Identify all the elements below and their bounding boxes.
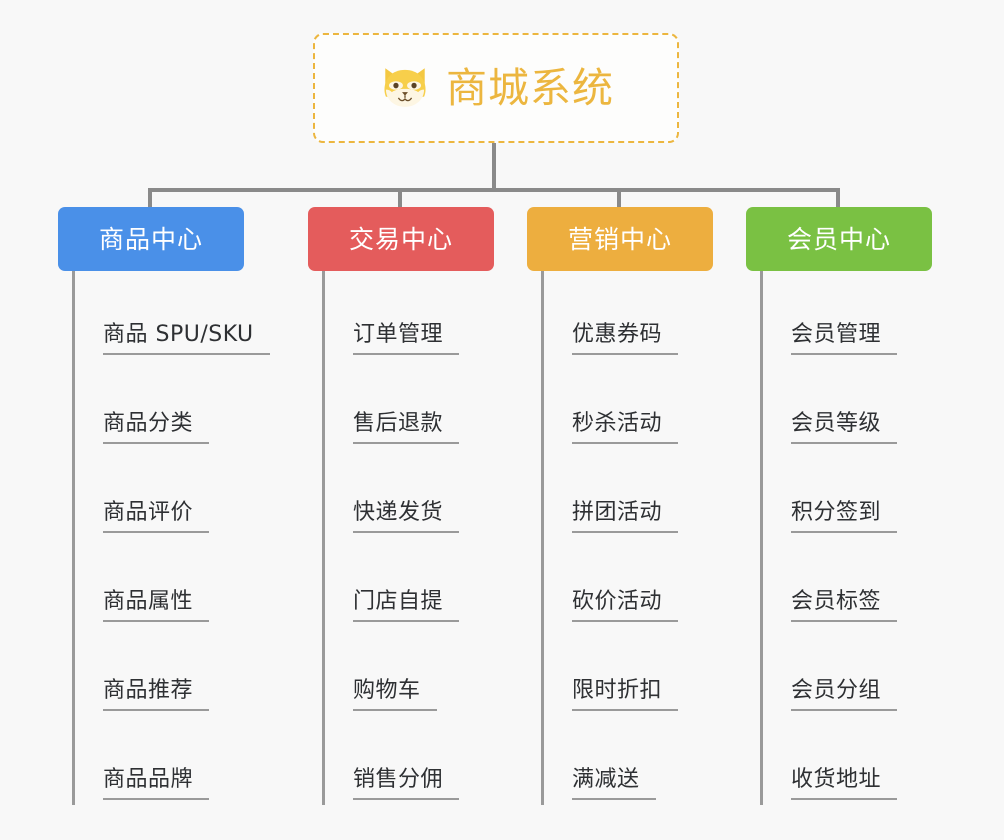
leaf-label: 购物车: [353, 678, 437, 711]
leaf-list-2: 订单管理 售后退款 快递发货 门店自提 购物车 销售分佣: [322, 271, 494, 805]
leaf-list-1: 商品 SPU/SKU 商品分类 商品评价 商品属性 商品推荐 商品品牌: [72, 271, 270, 805]
leaf-label: 积分签到: [791, 500, 898, 533]
category-header-4[interactable]: 会员中心: [746, 207, 932, 271]
list-item[interactable]: 会员等级: [763, 360, 932, 449]
list-item[interactable]: 积分签到: [763, 449, 932, 538]
leaf-list-4: 会员管理 会员等级 积分签到 会员标签 会员分组 收货地址: [760, 271, 932, 805]
leaf-label: 砍价活动: [572, 589, 679, 622]
list-item[interactable]: 会员管理: [763, 271, 932, 360]
list-item[interactable]: 商品属性: [75, 538, 244, 627]
leaf-label: 满减送: [572, 767, 656, 800]
list-item[interactable]: 秒杀活动: [544, 360, 713, 449]
leaf-label: 会员标签: [791, 589, 898, 622]
category-header-2-label: 交易中心: [348, 224, 453, 254]
list-item[interactable]: 商品 SPU/SKU: [75, 271, 270, 360]
leaf-label: 商品属性: [103, 589, 210, 622]
leaf-label: 优惠券码: [572, 322, 679, 355]
category-column-1: 商品中心 商品 SPU/SKU 商品分类 商品评价 商品属性 商品推荐 商品品牌: [58, 207, 270, 805]
leaf-label: 商品评价: [103, 500, 210, 533]
category-column-4: 会员中心 会员管理 会员等级 积分签到 会员标签 会员分组 收货地址: [746, 207, 932, 805]
leaf-label: 拼团活动: [572, 500, 679, 533]
list-item[interactable]: 商品评价: [75, 449, 244, 538]
leaf-label: 销售分佣: [353, 767, 460, 800]
list-item[interactable]: 收货地址: [763, 716, 932, 805]
list-item[interactable]: 限时折扣: [544, 627, 713, 716]
leaf-label: 售后退款: [353, 411, 460, 444]
leaf-label: 秒杀活动: [572, 411, 679, 444]
list-item[interactable]: 会员分组: [763, 627, 932, 716]
list-item[interactable]: 订单管理: [325, 271, 494, 360]
leaf-label: 快递发货: [353, 500, 460, 533]
category-header-1-label: 商品中心: [98, 224, 203, 254]
list-item[interactable]: 商品分类: [75, 360, 244, 449]
root-title: 商城系统: [446, 63, 614, 112]
list-item[interactable]: 优惠券码: [544, 271, 713, 360]
leaf-label: 商品 SPU/SKU: [103, 322, 270, 355]
list-item[interactable]: 砍价活动: [544, 538, 713, 627]
leaf-label: 商品分类: [103, 411, 210, 444]
shiba-dog-face-icon: [378, 65, 432, 111]
list-item[interactable]: 拼团活动: [544, 449, 713, 538]
list-item[interactable]: 商品推荐: [75, 627, 244, 716]
leaf-label: 订单管理: [353, 322, 460, 355]
list-item[interactable]: 购物车: [325, 627, 494, 716]
leaf-list-3: 优惠券码 秒杀活动 拼团活动 砍价活动 限时折扣 满减送: [541, 271, 713, 805]
category-column-2: 交易中心 订单管理 售后退款 快递发货 门店自提 购物车 销售分佣: [308, 207, 494, 805]
list-item[interactable]: 商品品牌: [75, 716, 244, 805]
connector-drop-3: [617, 190, 621, 209]
root-node-mall-system[interactable]: 商城系统: [313, 33, 679, 143]
leaf-label: 会员分组: [791, 678, 898, 711]
leaf-label: 会员管理: [791, 322, 898, 355]
connector-drop-1: [148, 190, 152, 209]
connector-drop-2: [398, 190, 402, 209]
category-header-1[interactable]: 商品中心: [58, 207, 244, 271]
leaf-label: 商品推荐: [103, 678, 210, 711]
category-header-3[interactable]: 营销中心: [527, 207, 713, 271]
list-item[interactable]: 快递发货: [325, 449, 494, 538]
connector-drop-4: [836, 190, 840, 209]
list-item[interactable]: 会员标签: [763, 538, 932, 627]
list-item[interactable]: 销售分佣: [325, 716, 494, 805]
category-header-2[interactable]: 交易中心: [308, 207, 494, 271]
category-header-4-label: 会员中心: [786, 224, 891, 254]
leaf-label: 收货地址: [791, 767, 898, 800]
leaf-label: 会员等级: [791, 411, 898, 444]
category-header-3-label: 营销中心: [567, 224, 672, 254]
leaf-label: 商品品牌: [103, 767, 210, 800]
list-item[interactable]: 门店自提: [325, 538, 494, 627]
category-column-3: 营销中心 优惠券码 秒杀活动 拼团活动 砍价活动 限时折扣 满减送: [527, 207, 713, 805]
list-item[interactable]: 满减送: [544, 716, 713, 805]
connector-root-stem: [492, 143, 496, 190]
connector-horizontal-bus: [148, 188, 840, 192]
list-item[interactable]: 售后退款: [325, 360, 494, 449]
leaf-label: 限时折扣: [572, 678, 679, 711]
leaf-label: 门店自提: [353, 589, 460, 622]
